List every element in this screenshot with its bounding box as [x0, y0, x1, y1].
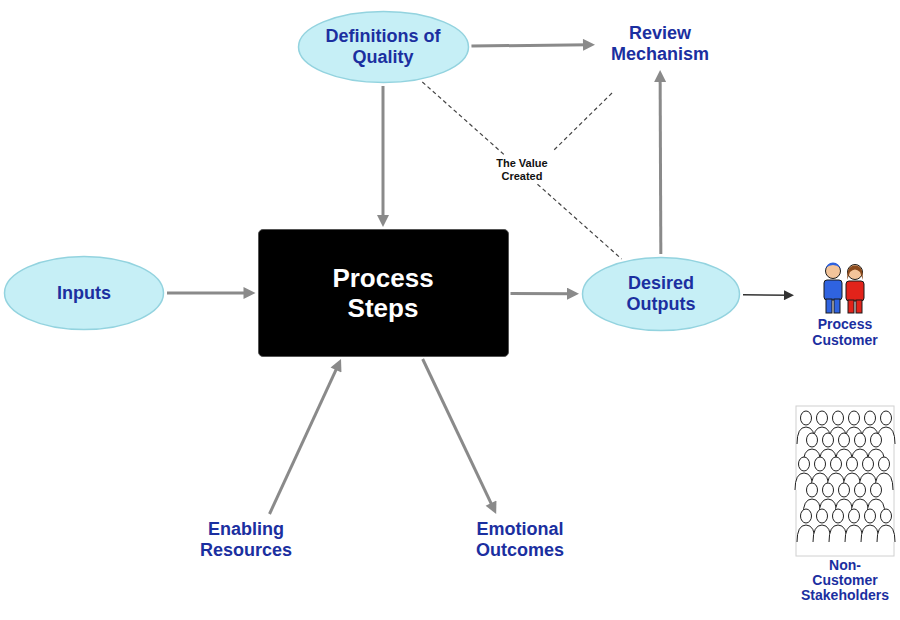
- review-label: Review Mechanism: [600, 23, 720, 65]
- customer-node: Process Customer: [799, 258, 891, 348]
- input-ellipse: Inputs: [3, 255, 165, 331]
- node-text: Non-Customer Stakeholders: [799, 558, 891, 603]
- dashed-leader: [554, 93, 612, 150]
- resource-label: Enabling Resources: [189, 519, 304, 561]
- node-text: Review Mechanism: [600, 23, 720, 65]
- node-text: Desired Outputs: [614, 273, 709, 315]
- quality-ellipse: Definitions of Quality: [297, 10, 470, 84]
- flow-arrow: [269, 364, 338, 514]
- flow-arrow: [382, 86, 385, 221]
- edge-label: The Value Created: [487, 156, 557, 184]
- flow-arrow: [471, 45, 589, 46]
- customer-icon: [824, 263, 864, 314]
- node-text: Process Customer: [799, 316, 891, 348]
- stakeholder-node: Non-Customer Stakeholders: [799, 558, 891, 603]
- flow-arrow: [659, 76, 663, 254]
- node-text: Inputs: [57, 283, 111, 304]
- stakeholder-crowd: [795, 406, 895, 556]
- node-text: Process Steps: [321, 263, 446, 323]
- flow-arrow: [743, 294, 789, 296]
- flow-arrow: [167, 292, 250, 295]
- flow-arrow: [423, 359, 494, 509]
- node-text: Emotional Outcomes: [463, 519, 578, 561]
- output-ellipse: Desired Outputs: [581, 256, 741, 332]
- outcome-label: Emotional Outcomes: [463, 519, 578, 561]
- flow-arrow: [511, 292, 574, 295]
- node-text: Definitions of Quality: [321, 26, 446, 68]
- node-text: Enabling Resources: [189, 519, 304, 561]
- process-box: Process Steps: [258, 229, 509, 357]
